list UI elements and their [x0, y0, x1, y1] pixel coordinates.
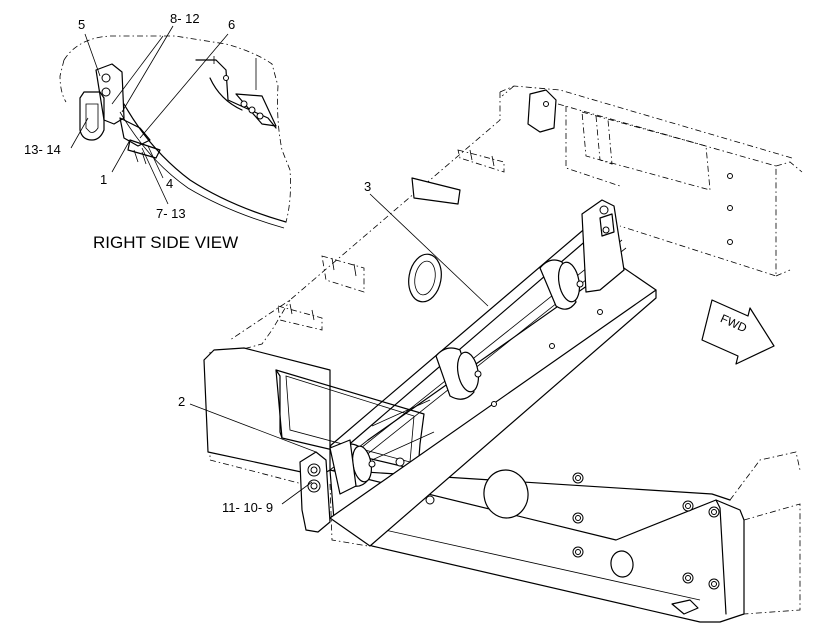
callout-6: 6 — [228, 17, 235, 32]
inset-leader-lines — [70, 25, 229, 205]
callout-13-14: 13- 14 — [24, 142, 61, 157]
frame-assembly — [203, 85, 803, 623]
callout-11-10-9: 11- 10- 9 — [222, 500, 273, 515]
callout-5: 5 — [78, 17, 85, 32]
right-side-view-inset — [59, 35, 291, 229]
callout-3: 3 — [364, 179, 371, 194]
callout-1: 1 — [100, 172, 107, 187]
callout-2: 2 — [178, 394, 185, 409]
callout-7-13: 7- 13 — [156, 206, 186, 221]
view-title: RIGHT SIDE VIEW — [93, 233, 238, 252]
callout-8-12: 8- 12 — [170, 11, 200, 26]
callout-4: 4 — [166, 176, 173, 191]
bolt-5 — [101, 73, 111, 83]
forward-direction-arrow: FWD — [701, 299, 775, 365]
main-leader-lines — [189, 193, 489, 505]
